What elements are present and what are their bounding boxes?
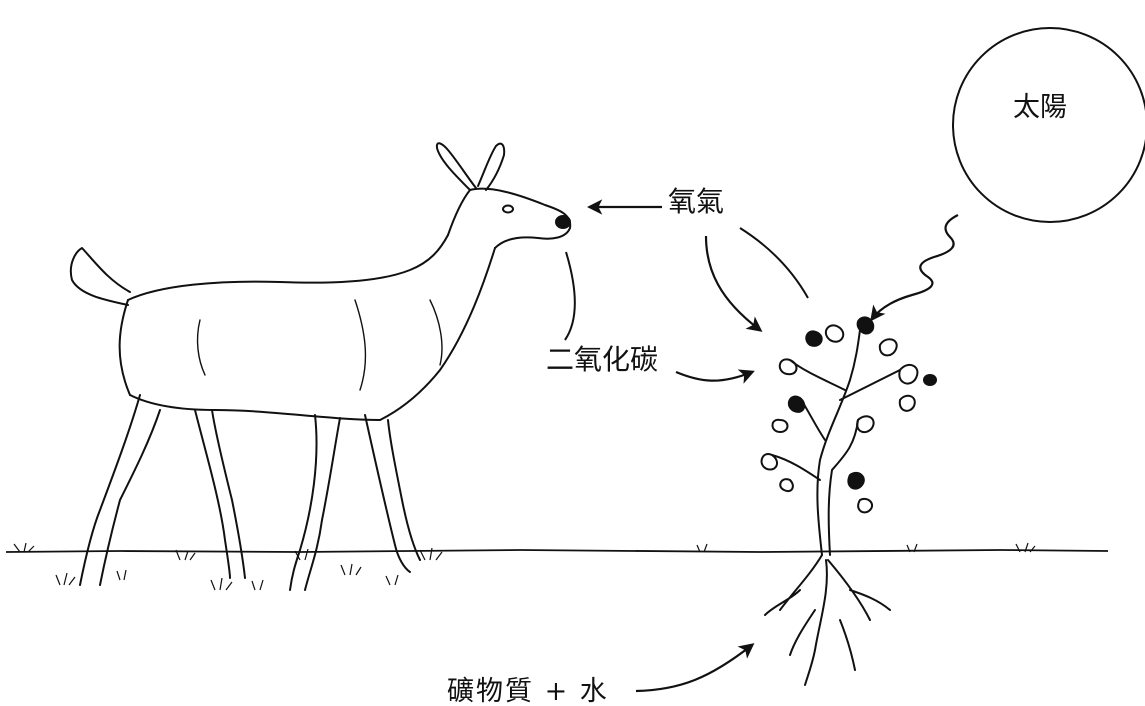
sun-icon xyxy=(952,27,1145,223)
co2-to-plant-arrow xyxy=(675,369,755,384)
oxygen-label: 氧氣 xyxy=(668,185,725,218)
sunlight-wave-arrow xyxy=(870,214,959,322)
plant-illustration xyxy=(760,316,937,686)
deer-illustration xyxy=(69,142,572,591)
deer-to-co2-arc xyxy=(564,251,576,341)
plant-to-oxygen-arc xyxy=(739,227,809,299)
ground-line xyxy=(5,549,1109,553)
grass-tufts xyxy=(13,542,1036,591)
sun-label: 太陽 xyxy=(1013,92,1067,123)
oxygen-to-plant-arrow xyxy=(704,235,763,332)
minerals-water-label: 礦物質 + 水 xyxy=(447,676,609,706)
carbon-dioxide-label: 二氧化碳 xyxy=(546,343,659,376)
minerals-to-roots-arrow xyxy=(635,643,755,693)
